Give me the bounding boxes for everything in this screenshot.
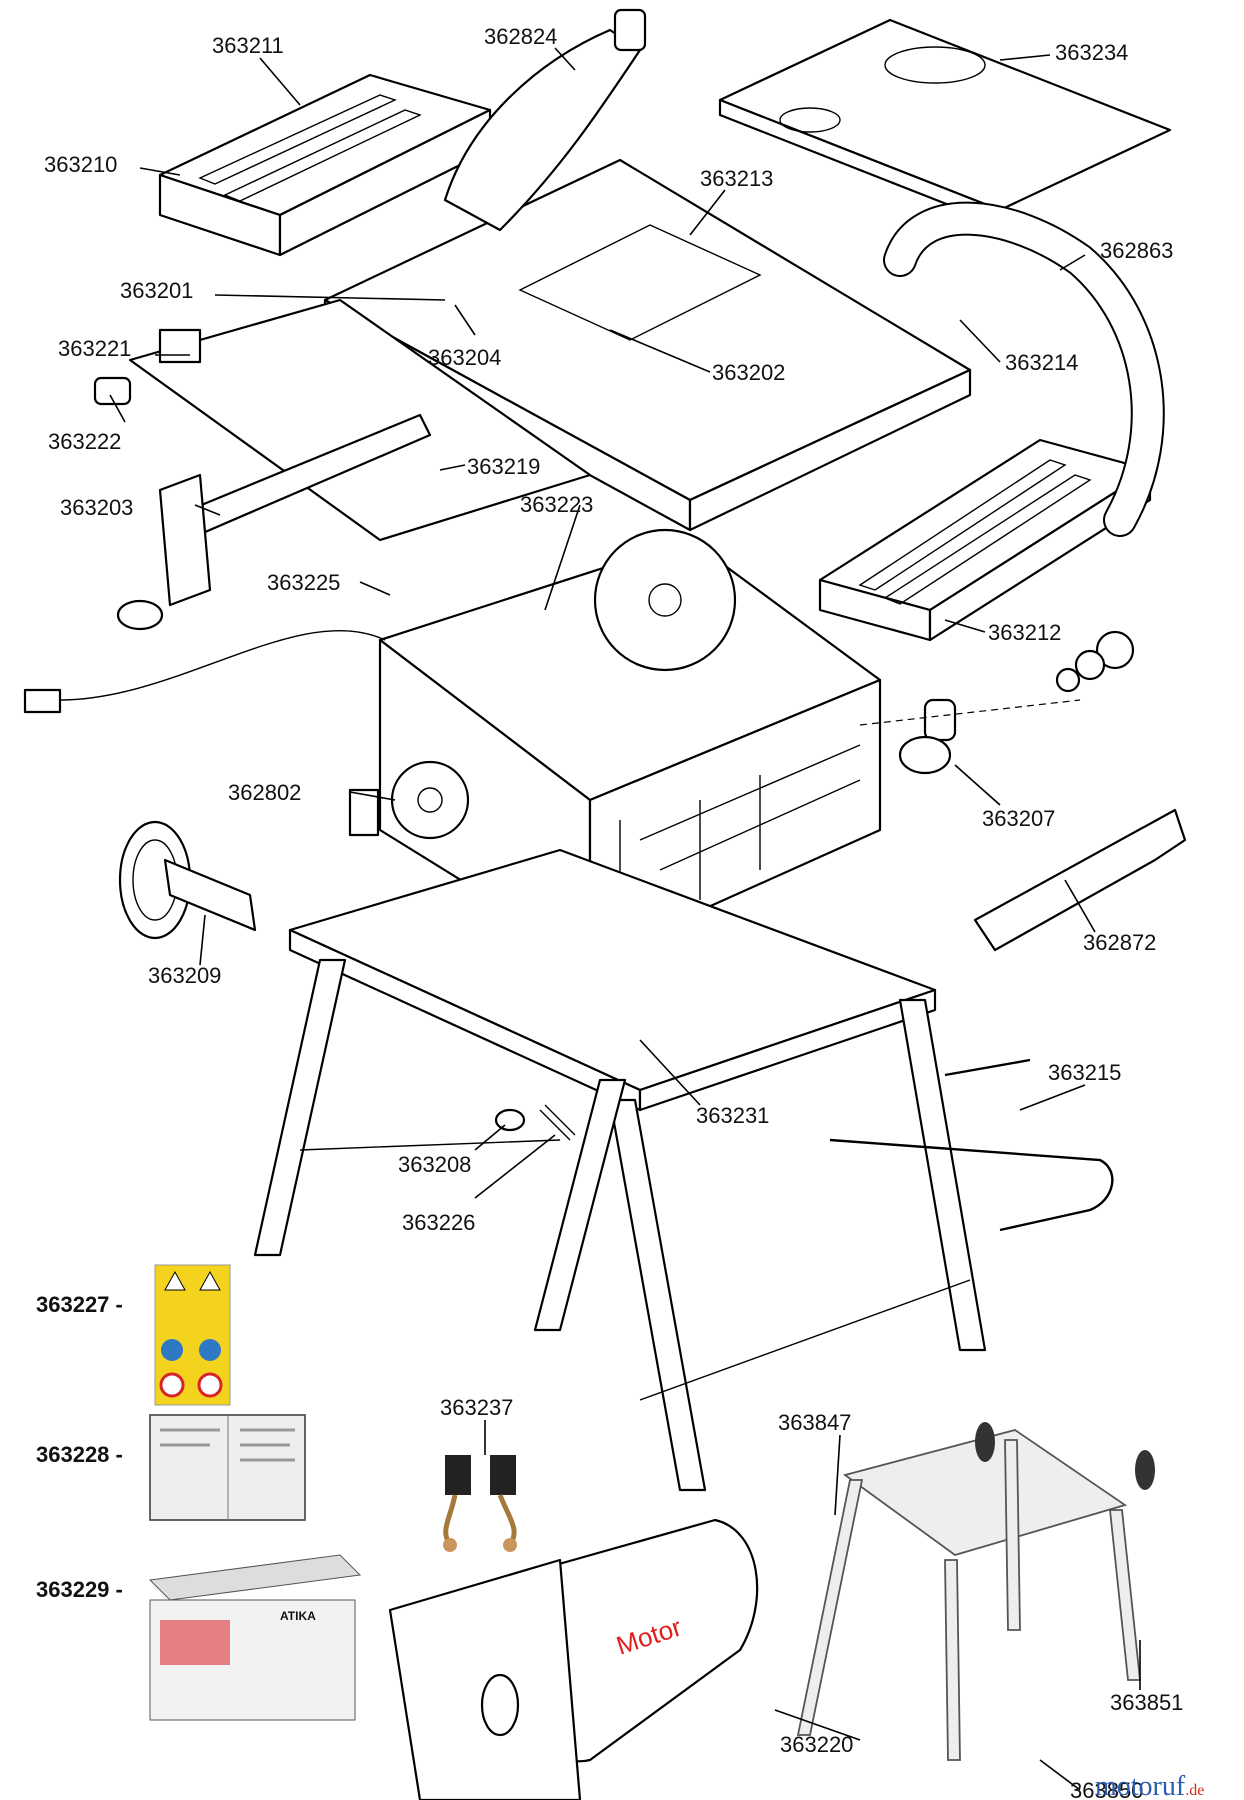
part-label: 363208 (398, 1152, 471, 1177)
part-label: 363237 (440, 1395, 513, 1420)
warning-sticker (154, 1264, 231, 1406)
side-part-label: 363227 - (36, 1292, 123, 1317)
part-label: 363225 (267, 570, 340, 595)
carbon-brushes (443, 1455, 517, 1552)
part-label: 362863 (1100, 238, 1173, 263)
part-label: 363231 (696, 1103, 769, 1128)
part-label: 363209 (148, 963, 221, 988)
part-label: 363220 (780, 1732, 853, 1757)
part-label: 363213 (700, 166, 773, 191)
blade-guard (443, 8, 647, 232)
plug (23, 688, 62, 714)
part-label: 363219 (467, 454, 540, 479)
part-label: 362872 (1083, 930, 1156, 955)
watermark: motoruf.de (1095, 1771, 1204, 1800)
rip-fence (93, 298, 592, 631)
part-label: 363207 (982, 806, 1055, 831)
mobile-stand (796, 1422, 1155, 1761)
part-label: 363223 (520, 492, 593, 517)
part-label: 363201 (120, 278, 193, 303)
packaging-box: ATIKA (148, 1554, 362, 1721)
part-label: 363214 (1005, 350, 1078, 375)
side-part-labels: 363227 - 363228 - 363229 - (36, 1292, 123, 1602)
carry-handle (829, 1058, 1114, 1232)
box-brand: ATIKA (280, 1609, 316, 1623)
part-label: 363851 (1110, 1690, 1183, 1715)
part-label: 363215 (1048, 1060, 1121, 1085)
part-label: 363221 (58, 336, 131, 361)
part-label: 363211 (212, 33, 284, 58)
push-stick (973, 808, 1187, 952)
part-labels: 363211 362824 363234 363210 363213 36286… (44, 24, 1183, 1800)
part-label: 363202 (712, 360, 785, 385)
left-extension-table (158, 73, 492, 257)
part-label: 362802 (228, 780, 301, 805)
side-part-label: 363228 - (36, 1442, 123, 1467)
part-label: 363210 (44, 152, 117, 177)
watermark-tld: .de (1185, 1782, 1204, 1799)
part-label: 363234 (1055, 40, 1128, 65)
wheel (118, 820, 257, 940)
part-label: 363212 (988, 620, 1061, 645)
watermark-brand: motoruf (1095, 1771, 1186, 1800)
washers (1055, 630, 1135, 693)
motor: Motor (388, 1518, 759, 1800)
part-label: 362824 (484, 24, 557, 49)
part-label: 363850 (1070, 1778, 1143, 1800)
operating-manual (149, 1414, 306, 1521)
part-label: 363847 (778, 1410, 851, 1435)
extraction-hose (883, 201, 1165, 537)
small-bolts (494, 1104, 576, 1141)
leader-lines (109, 47, 1141, 1791)
side-bracket (898, 698, 957, 775)
power-cable (59, 629, 386, 701)
right-extension-table (818, 438, 1152, 642)
part-label: 363226 (402, 1210, 475, 1235)
part-label: 363222 (48, 429, 121, 454)
right-table (718, 18, 1172, 227)
stand (253, 848, 987, 1492)
part-label: 363203 (60, 495, 133, 520)
part-label: 363204 (428, 345, 501, 370)
side-part-label: 363229 - (36, 1577, 123, 1602)
